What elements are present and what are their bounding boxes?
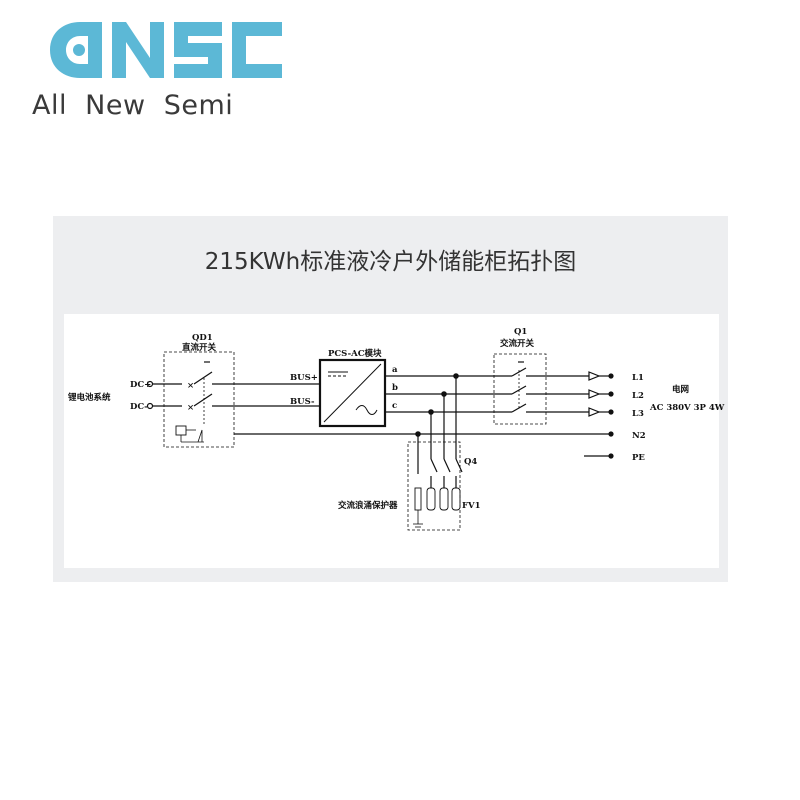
page-title: 215KWh标准液冷户外储能柜拓扑图 bbox=[204, 249, 577, 275]
spd-name: 交流浪涌保护器 bbox=[338, 500, 398, 511]
q1-box bbox=[493, 353, 547, 425]
phase-a-label: a bbox=[392, 365, 398, 375]
topology-diagram: × × bbox=[68, 327, 725, 531]
diagram-panel: × × bbox=[64, 314, 725, 568]
phase-c-label: c bbox=[392, 401, 397, 411]
pcs-label: PCS-AC模块 bbox=[328, 348, 382, 359]
dc-minus-terminal bbox=[146, 402, 154, 410]
qd1-label: QD1 bbox=[192, 333, 213, 343]
phase-b-label: b bbox=[392, 383, 398, 393]
brand-logo: All New Semi bbox=[28, 18, 288, 128]
bus-minus-label: BUS- bbox=[290, 397, 315, 407]
bus-plus-label: BUS+ bbox=[290, 373, 318, 383]
pcs-ac-module bbox=[318, 358, 387, 428]
grid-name: 电网 bbox=[672, 384, 689, 395]
n2-label: N2 bbox=[632, 431, 646, 441]
dc-minus-label: DC- bbox=[130, 402, 148, 412]
qd1-switch: × × bbox=[175, 361, 319, 443]
grid-spec: AC 380V 3P 4W bbox=[649, 403, 725, 413]
dc-plus-terminal bbox=[146, 380, 154, 388]
q4-switch bbox=[430, 458, 463, 488]
logo-tagline: All New Semi bbox=[32, 90, 234, 121]
qd1-name: 直流开关 bbox=[182, 342, 217, 353]
qd1-box bbox=[163, 351, 235, 448]
pe-label: PE bbox=[632, 453, 645, 463]
ansc-logo-mark bbox=[50, 22, 282, 78]
fv1-arrester bbox=[413, 487, 461, 528]
l1-label: L1 bbox=[632, 373, 644, 383]
battery-system-label: 锂电池系统 bbox=[68, 392, 111, 403]
q1-name: 交流开关 bbox=[500, 338, 535, 349]
q1-switch bbox=[511, 361, 589, 413]
q4-label: Q4 bbox=[464, 457, 477, 467]
l2-label: L2 bbox=[632, 391, 644, 401]
svg-text:×: × bbox=[187, 403, 194, 413]
l3-label: L3 bbox=[632, 409, 644, 419]
spd-box bbox=[407, 441, 461, 531]
dc-plus-label: DC+ bbox=[130, 380, 151, 390]
svg-text:×: × bbox=[187, 381, 194, 391]
diagram-card: 215KWh标准液冷户外储能柜拓扑图 × × bbox=[53, 216, 728, 582]
fv1-label: FV1 bbox=[462, 501, 481, 511]
q1-label: Q1 bbox=[514, 327, 527, 337]
